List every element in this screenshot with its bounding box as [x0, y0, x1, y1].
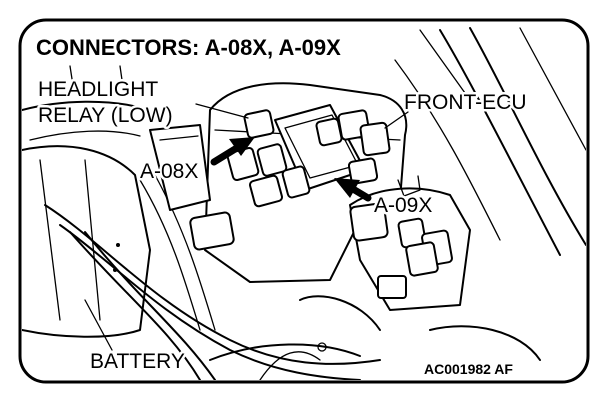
figure-code: AC001982 AF: [424, 361, 513, 377]
label-front-ecu: FRONT-ECU: [404, 91, 527, 114]
diagram-title: CONNECTORS: A-08X, A-09X: [36, 35, 341, 60]
arrowhead-a09x: [334, 178, 360, 198]
leader-front-ecu: [384, 111, 409, 129]
label-battery: BATTERY: [90, 350, 185, 373]
label-connector-a09x: A-09X: [374, 194, 432, 217]
leader-battery: [84, 299, 113, 351]
label-headlight-relay-line2: RELAY (LOW): [38, 104, 173, 127]
label-headlight-relay-line1: HEADLIGHT: [38, 78, 158, 101]
leader-headlight-relay: [195, 103, 249, 119]
engine-bay-illustration: [22, 27, 586, 380]
label-connector-a08x: A-08X: [140, 160, 198, 183]
arrow-a08x: [210, 142, 244, 166]
arrowhead-a08x: [229, 137, 255, 156]
